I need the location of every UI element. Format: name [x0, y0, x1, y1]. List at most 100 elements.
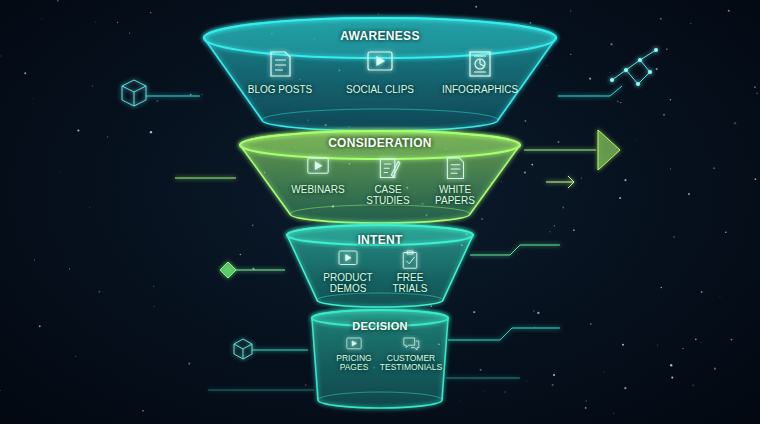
- star: [75, 356, 76, 357]
- content-label: INFOGRAPHICS: [442, 84, 518, 95]
- band-back-rim: [317, 293, 443, 300]
- content-label: WEBINARS: [291, 184, 345, 195]
- star: [590, 323, 591, 324]
- star: [188, 363, 190, 365]
- star: [657, 344, 659, 346]
- band-rim: [240, 131, 520, 159]
- circuit-line: [146, 96, 200, 97]
- star: [77, 129, 79, 131]
- chat-icon: [404, 338, 419, 350]
- star: [480, 369, 482, 371]
- star: [688, 193, 690, 195]
- funnel-band: DECISIONPRICING PAGESCUSTOMER TESTIMONIA…: [308, 306, 452, 412]
- star: [0, 55, 1, 56]
- star: [549, 380, 551, 382]
- band-back-rim: [318, 392, 442, 400]
- star: [603, 371, 605, 373]
- star: [589, 78, 591, 80]
- star: [690, 23, 691, 24]
- star: [41, 18, 43, 20]
- network-graph: [612, 50, 656, 84]
- star: [129, 33, 130, 34]
- content-label: CASE STUDIES: [362, 184, 414, 206]
- content-label: PRODUCT DEMOS: [323, 272, 373, 294]
- star: [34, 260, 35, 261]
- star: [190, 94, 192, 96]
- star: [683, 348, 684, 349]
- arrow-marker: [546, 176, 574, 188]
- star: [95, 21, 97, 23]
- band-body: [287, 225, 473, 307]
- star: [670, 168, 671, 169]
- circuit-line: [448, 328, 560, 340]
- star: [700, 341, 702, 343]
- star: [673, 236, 674, 237]
- funnel-band: AWARENESS BLOG POSTS SOCIAL CLIPS INFOGRAPH…: [200, 14, 560, 135]
- star: [201, 93, 203, 95]
- content-label: SOCIAL CLIPS: [340, 84, 420, 95]
- star: [378, 13, 380, 15]
- star: [731, 339, 733, 341]
- stage-heading: CONSIDERATION: [328, 137, 432, 150]
- band-back-rim: [262, 109, 498, 120]
- star: [459, 400, 461, 402]
- star: [754, 86, 756, 88]
- star: [578, 116, 580, 118]
- band-body: [240, 131, 520, 223]
- star: [483, 390, 485, 392]
- doc-icon: [271, 52, 290, 76]
- star: [586, 400, 587, 401]
- star: [670, 364, 672, 366]
- star: [240, 254, 242, 256]
- star: [610, 43, 612, 45]
- content-label: BLOG POSTS: [245, 84, 315, 95]
- star: [714, 368, 716, 370]
- star: [609, 72, 611, 74]
- circuit-line: [524, 150, 596, 151]
- star: [60, 45, 62, 47]
- circuit-line: [175, 178, 236, 179]
- star: [725, 23, 727, 25]
- star: [475, 6, 477, 8]
- star: [69, 268, 70, 269]
- star: [755, 178, 757, 180]
- content-label: CUSTOMER TESTIMONIALS: [379, 354, 443, 373]
- stage-heading: INTENT: [357, 234, 402, 247]
- item-icons: [271, 52, 490, 76]
- star: [430, 305, 432, 307]
- diamond-marker: [220, 262, 236, 278]
- content-label: PRICING PAGES: [333, 354, 375, 373]
- item-icons: [308, 158, 464, 178]
- star: [546, 65, 548, 67]
- star: [635, 140, 637, 142]
- star: [92, 85, 93, 86]
- star: [252, 225, 254, 227]
- star: [660, 18, 662, 20]
- star: [695, 338, 697, 340]
- star: [156, 100, 158, 102]
- star: [719, 296, 721, 298]
- star-field: [0, 0, 758, 414]
- star: [524, 171, 526, 173]
- star: [150, 12, 151, 13]
- star: [117, 22, 118, 23]
- content-label: FREE TRIALS: [390, 272, 430, 294]
- star: [663, 114, 665, 116]
- network-nodes: [610, 48, 658, 86]
- star: [670, 99, 671, 100]
- play-icon: [368, 52, 392, 70]
- circuit-line: [446, 378, 520, 379]
- star: [713, 167, 715, 169]
- star: [562, 207, 564, 209]
- star: [31, 97, 33, 99]
- circuit-line: [208, 390, 314, 391]
- stage-heading: AWARENESS: [340, 30, 419, 43]
- star: [549, 231, 550, 232]
- star: [570, 54, 571, 55]
- star: [585, 407, 587, 409]
- chart-icon: [470, 52, 490, 76]
- play-icon: [339, 251, 357, 265]
- star: [756, 92, 758, 94]
- band-back-rim: [290, 205, 470, 214]
- star: [530, 22, 532, 24]
